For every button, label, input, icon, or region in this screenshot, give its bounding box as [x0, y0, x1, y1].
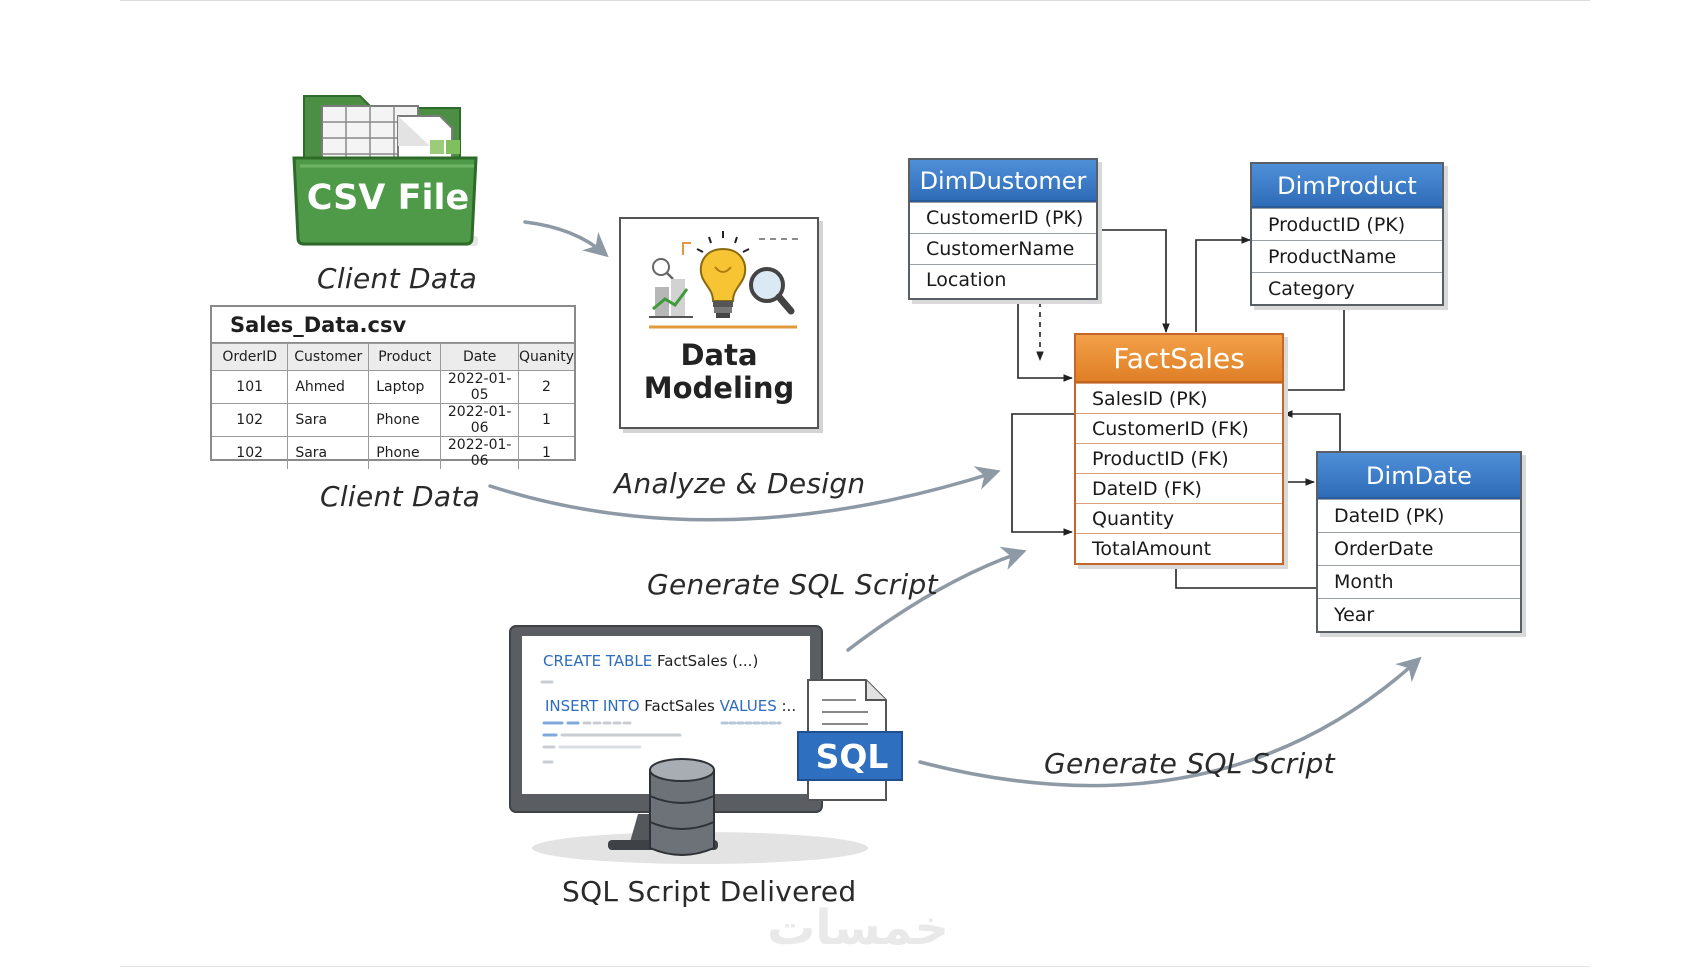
entity-field: CustomerID (FK) — [1076, 413, 1282, 443]
entity-field: ProductName — [1252, 240, 1442, 272]
table-cell: 1 — [517, 436, 574, 469]
table-cell: Sara — [287, 403, 370, 437]
arrow-analyze-design — [488, 466, 1001, 522]
connector-date-fact — [1283, 410, 1341, 452]
sql-keyword-create: CREATE TABLE — [543, 652, 653, 670]
entity-dim-date-title: DimDate — [1318, 453, 1520, 499]
table-cell: Phone — [368, 436, 442, 469]
bottom-rule — [120, 966, 1590, 967]
sql-line-insert: INSERT INTO FactSales VALUES :.. — [545, 697, 796, 715]
entity-field: Year — [1318, 598, 1520, 631]
entity-field: Location — [910, 264, 1096, 295]
data-modeling-illustration — [649, 231, 799, 329]
table-cell: 2022-01-06 — [440, 403, 519, 437]
entity-field: Category — [1252, 272, 1442, 304]
arrow-csv-to-modeling — [523, 220, 609, 258]
connector-customer-fact — [1096, 229, 1170, 333]
table-cell: Ahmed — [287, 370, 370, 404]
table-cell: 101 — [212, 370, 289, 404]
connector-product-category — [1284, 304, 1345, 391]
entity-field: ProductID (FK) — [1076, 443, 1282, 473]
entity-field: OrderDate — [1318, 532, 1520, 565]
entity-field: SalesID (PK) — [1076, 383, 1282, 413]
entity-field: ProductID (PK) — [1252, 208, 1442, 240]
table-cell: 1 — [517, 403, 574, 437]
entity-dim-customer-title: DimDustomer — [910, 160, 1096, 202]
table-row: 102 Sara Phone 2022-01-06 1 — [212, 403, 574, 437]
table-cell: 102 — [212, 436, 289, 469]
entity-field: CustomerName — [910, 233, 1096, 264]
sales-table-grid: OrderID Customer Product Date Quanity 10… — [212, 343, 574, 469]
connector-bottom — [1175, 564, 1316, 589]
entity-field: DateID (FK) — [1076, 473, 1282, 503]
entity-dim-customer: DimDustomer CustomerID (PK) CustomerName… — [908, 158, 1098, 300]
entity-field: TotalAmount — [1076, 533, 1282, 563]
table-cell: 2022-01-06 — [440, 436, 519, 469]
sql-text-end: :.. — [776, 697, 797, 715]
top-rule — [120, 0, 1590, 1]
entity-field: DateID (PK) — [1318, 499, 1520, 532]
monitor-illustration — [509, 625, 903, 864]
sql-keyword-insert: INSERT INTO — [545, 697, 640, 715]
sql-text-table: FactSales — [639, 697, 720, 715]
sales-table-header-row: OrderID Customer Product Date Quanity — [212, 343, 574, 371]
sales-table-title: Sales_Data.csv — [212, 307, 574, 343]
table-cell: Laptop — [368, 370, 442, 404]
entity-fact-sales: FactSales SalesID (PK) CustomerID (FK) P… — [1074, 333, 1284, 565]
client-data-caption-top: Client Data — [317, 262, 478, 295]
entity-dim-product: DimProduct ProductID (PK) ProductName Ca… — [1250, 162, 1444, 306]
sales-header-product: Product — [368, 343, 442, 371]
entity-field: Month — [1318, 565, 1520, 598]
data-modeling-label-line1: Data — [680, 338, 758, 372]
table-cell: 102 — [212, 403, 289, 437]
table-cell: Sara — [287, 436, 370, 469]
csv-folder-icon — [290, 86, 490, 256]
sql-badge: SQL — [815, 737, 889, 776]
sql-text-create: FactSales (...) — [652, 652, 759, 670]
sales-header-orderid: OrderID — [212, 343, 289, 371]
sales-header-quantity: Quanity — [517, 343, 574, 371]
csv-file-label: CSV File — [306, 178, 470, 218]
connector-left-loop — [1011, 413, 1074, 536]
data-modeling-label: Data Modeling — [621, 339, 817, 405]
sales-header-customer: Customer — [287, 343, 370, 371]
arrow-generate-sql-1 — [846, 546, 1027, 652]
entity-dim-product-title: DimProduct — [1252, 164, 1442, 208]
arrow-generate-sql-2 — [918, 656, 1422, 788]
data-modeling-card: Data Modeling — [619, 217, 819, 429]
generate-sql-label-2: Generate SQL Script — [1044, 747, 1335, 780]
sql-line-create: CREATE TABLE FactSales (...) — [543, 652, 758, 670]
table-row: 102 Sara Phone 2022-01-06 1 — [212, 436, 574, 469]
analyze-design-label: Analyze & Design — [614, 467, 866, 500]
connector-location-fact — [1017, 298, 1073, 382]
entity-field: CustomerID (PK) — [910, 202, 1096, 233]
entity-fact-sales-title: FactSales — [1076, 335, 1282, 383]
client-data-caption-bottom: Client Data — [320, 480, 481, 513]
entity-dim-date: DimDate DateID (PK) OrderDate Month Year — [1316, 451, 1522, 633]
watermark: خمسات — [767, 900, 949, 956]
table-cell: 2022-01-05 — [440, 370, 519, 404]
table-row: 101 Ahmed Laptop 2022-01-05 2 — [212, 370, 574, 404]
sales-data-table: Sales_Data.csv OrderID Customer Product … — [210, 305, 576, 469]
sql-delivered-label: SQL Script Delivered — [562, 875, 857, 908]
sql-keyword-values: VALUES — [719, 697, 777, 715]
table-cell: 2 — [517, 370, 574, 404]
table-cell: Phone — [368, 403, 442, 437]
connector-fact-product — [1195, 236, 1251, 332]
data-modeling-label-line2: Modeling — [643, 371, 795, 405]
generate-sql-label-1: Generate SQL Script — [647, 568, 938, 601]
entity-field: Quantity — [1076, 503, 1282, 533]
